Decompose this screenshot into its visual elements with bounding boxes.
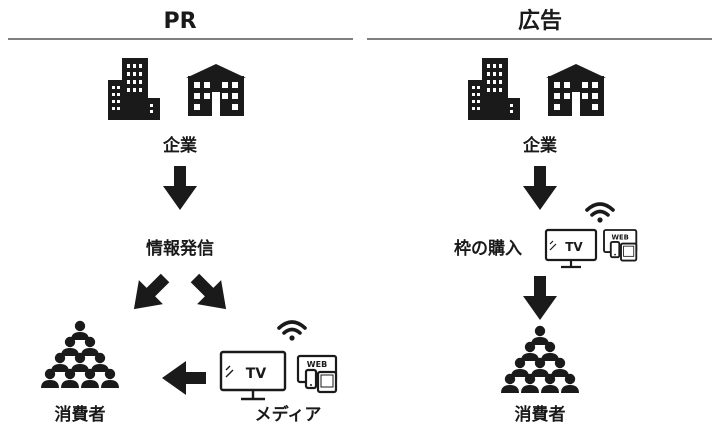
arrow-icon [523,276,557,320]
pr-media-label: メディア [255,404,322,425]
tv-icon: TV [219,350,287,401]
pr-company-label: 企業 [162,135,197,156]
building-icon [468,58,520,120]
arrow-icon [163,166,197,210]
ad-action-label: 枠の購入 [454,238,522,259]
pr-tv-label: TV [246,366,267,382]
web-devices-icon: WEB [603,229,638,262]
building-icon [108,58,160,120]
people-pyramid-icon [41,321,119,388]
pr-web-label: WEB [307,360,327,369]
web-devices-icon: WEB [296,354,338,394]
ad-consumer-label: 消費者 [515,404,566,425]
people-pyramid-icon [501,326,579,393]
tv-icon: TV [544,228,598,269]
arrow-icon [162,361,206,395]
pr-action-label: 情報発信 [146,238,214,259]
wifi-icon [585,202,615,225]
ad-web-label: WEB [611,233,628,241]
ad-heading: 広告 [518,8,562,34]
building-icon [186,64,246,116]
arrow-icon [133,273,170,310]
pr-heading: PR [163,9,196,34]
arrow-icon [190,273,227,310]
building-icon [546,64,606,116]
pr-consumer-label: 消費者 [55,404,106,425]
arrow-icon [523,166,557,210]
ad-tv-label: TV [565,240,583,254]
wifi-icon [277,320,307,343]
ad-company-label: 企業 [522,135,557,156]
